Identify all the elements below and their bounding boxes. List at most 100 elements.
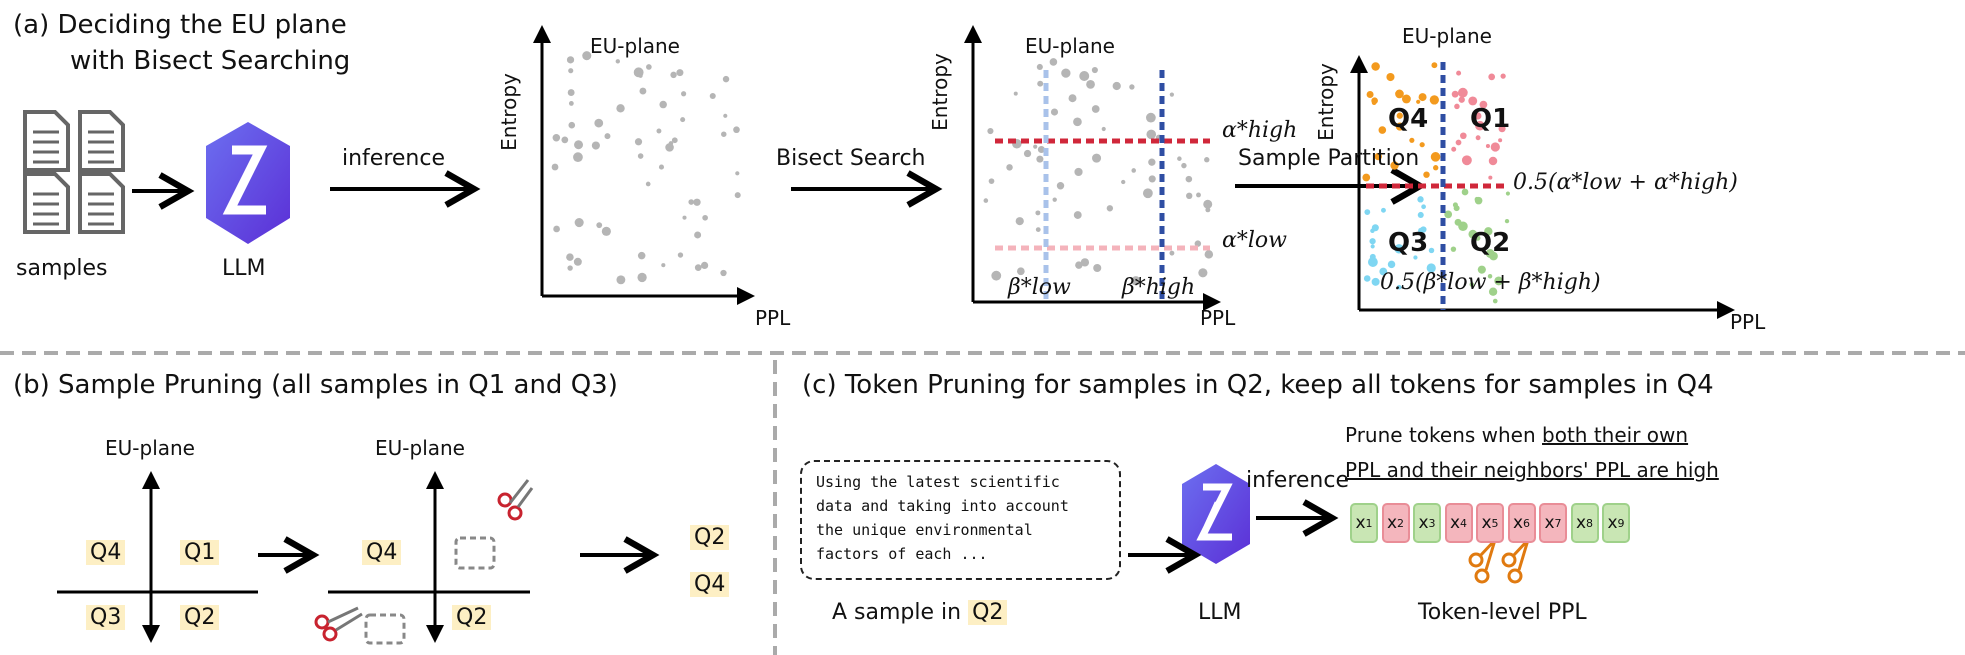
scatter-point	[1429, 95, 1439, 105]
scatter-point	[1475, 120, 1485, 131]
scatter-point	[1378, 126, 1387, 134]
scatter-point	[1485, 249, 1495, 258]
scatter-point	[1433, 165, 1439, 171]
scatter-point	[1204, 157, 1210, 163]
sample-partition-label: Sample Partition	[1238, 146, 1420, 171]
scatter-point	[1015, 217, 1024, 226]
scatter-point	[734, 192, 741, 199]
scatter-point	[1444, 210, 1453, 219]
scatter-point	[1203, 199, 1213, 209]
scatter-point	[639, 87, 647, 95]
scatter-point	[991, 270, 1002, 281]
scatter-point	[1092, 153, 1102, 163]
plot3-x-label: PPL	[1730, 310, 1766, 334]
scatter-point	[637, 153, 644, 159]
scatter-point	[1426, 263, 1436, 273]
scatter-point	[1479, 100, 1488, 109]
beta-high-label: β*high	[1122, 275, 1196, 300]
scatter-point	[676, 69, 684, 77]
scatter-point	[1431, 62, 1438, 69]
scatter-point	[1430, 152, 1441, 162]
scatter-point	[1186, 192, 1193, 199]
scatter-point	[1488, 73, 1496, 81]
scatter-point	[574, 140, 584, 150]
scatter-point	[567, 265, 573, 271]
scatter-point	[582, 51, 592, 61]
scatter-point	[1036, 155, 1044, 163]
inference-label-c: inference	[1246, 468, 1350, 493]
scatter-point	[1456, 70, 1462, 76]
scatter-point	[1204, 250, 1214, 259]
scatter-point	[1037, 145, 1045, 154]
scatter-point	[591, 141, 600, 150]
scatter-point	[1474, 112, 1482, 120]
scatter-point	[694, 264, 702, 271]
beta-mid-label: 0.5(β*low + β*high)	[1380, 270, 1601, 295]
scatter-points	[551, 51, 1510, 304]
scatter-point	[633, 67, 644, 78]
scatter-point	[1451, 146, 1457, 152]
rule-text: Prune tokens when	[1345, 423, 1543, 447]
prune-rule-line1: Prune tokens when both their own	[1345, 423, 1688, 447]
scatter-point	[1079, 71, 1090, 81]
scatter-point	[658, 164, 665, 170]
scatter-point	[645, 181, 651, 187]
scatter-point	[1146, 112, 1156, 123]
b2-q2: Q2	[452, 605, 492, 630]
plot1-title: EU-plane	[590, 34, 680, 58]
scatter-point	[1035, 210, 1041, 216]
scatter-point	[1075, 261, 1083, 269]
scatter-point	[722, 75, 730, 83]
scatter-point	[573, 257, 582, 266]
plot2-x-label: PPL	[1200, 306, 1236, 330]
scatter-point	[702, 214, 708, 221]
plot3-title: EU-plane	[1402, 24, 1492, 48]
scatter-point	[1451, 90, 1459, 98]
scatter-point	[987, 127, 994, 135]
alpha-high-label: α*high	[1222, 118, 1298, 143]
scatter-point	[1129, 84, 1135, 90]
scatter-point	[1498, 138, 1503, 143]
scatter-point	[1035, 227, 1041, 233]
llm-logo-icon	[206, 122, 290, 244]
scatter-point	[1461, 155, 1472, 166]
scatter-point	[568, 101, 574, 106]
scatter-point	[1474, 196, 1480, 202]
panel-b-axes	[57, 471, 530, 643]
scatter-point	[1490, 142, 1500, 152]
llm-label: LLM	[222, 256, 266, 281]
result-q4: Q4	[690, 572, 730, 597]
scatter-point	[1416, 99, 1421, 104]
scatter-point	[1455, 139, 1462, 146]
plot1-x-label: PPL	[755, 306, 791, 330]
scatter-point	[1131, 276, 1141, 286]
b1-q3: Q3	[86, 605, 126, 630]
scatter-point	[1080, 258, 1090, 267]
scatter-point	[1394, 244, 1404, 254]
scatter-point	[573, 152, 583, 163]
scatter-point	[1370, 244, 1375, 249]
sample-caption: A sample in Q2	[832, 600, 1008, 625]
scatter-point	[1074, 167, 1083, 177]
scatter-point	[688, 199, 695, 205]
scatter-point	[670, 71, 677, 79]
scatter-point	[1033, 144, 1038, 149]
scatter-point	[1504, 218, 1510, 224]
b1-q1: Q1	[180, 540, 220, 565]
scatter-point	[1073, 117, 1082, 127]
bisect-search-label: Bisect Search	[776, 146, 926, 171]
inference-label: inference	[342, 146, 446, 171]
scatter-point	[1363, 275, 1371, 282]
scatter-point	[723, 113, 728, 118]
scatter-point	[1475, 135, 1481, 141]
b2-q4: Q4	[362, 540, 402, 565]
scatter-point	[1036, 63, 1043, 71]
panel-b-plot2-title: EU-plane	[375, 436, 465, 460]
scatter-point	[1485, 143, 1490, 149]
scatter-point	[1364, 209, 1371, 215]
